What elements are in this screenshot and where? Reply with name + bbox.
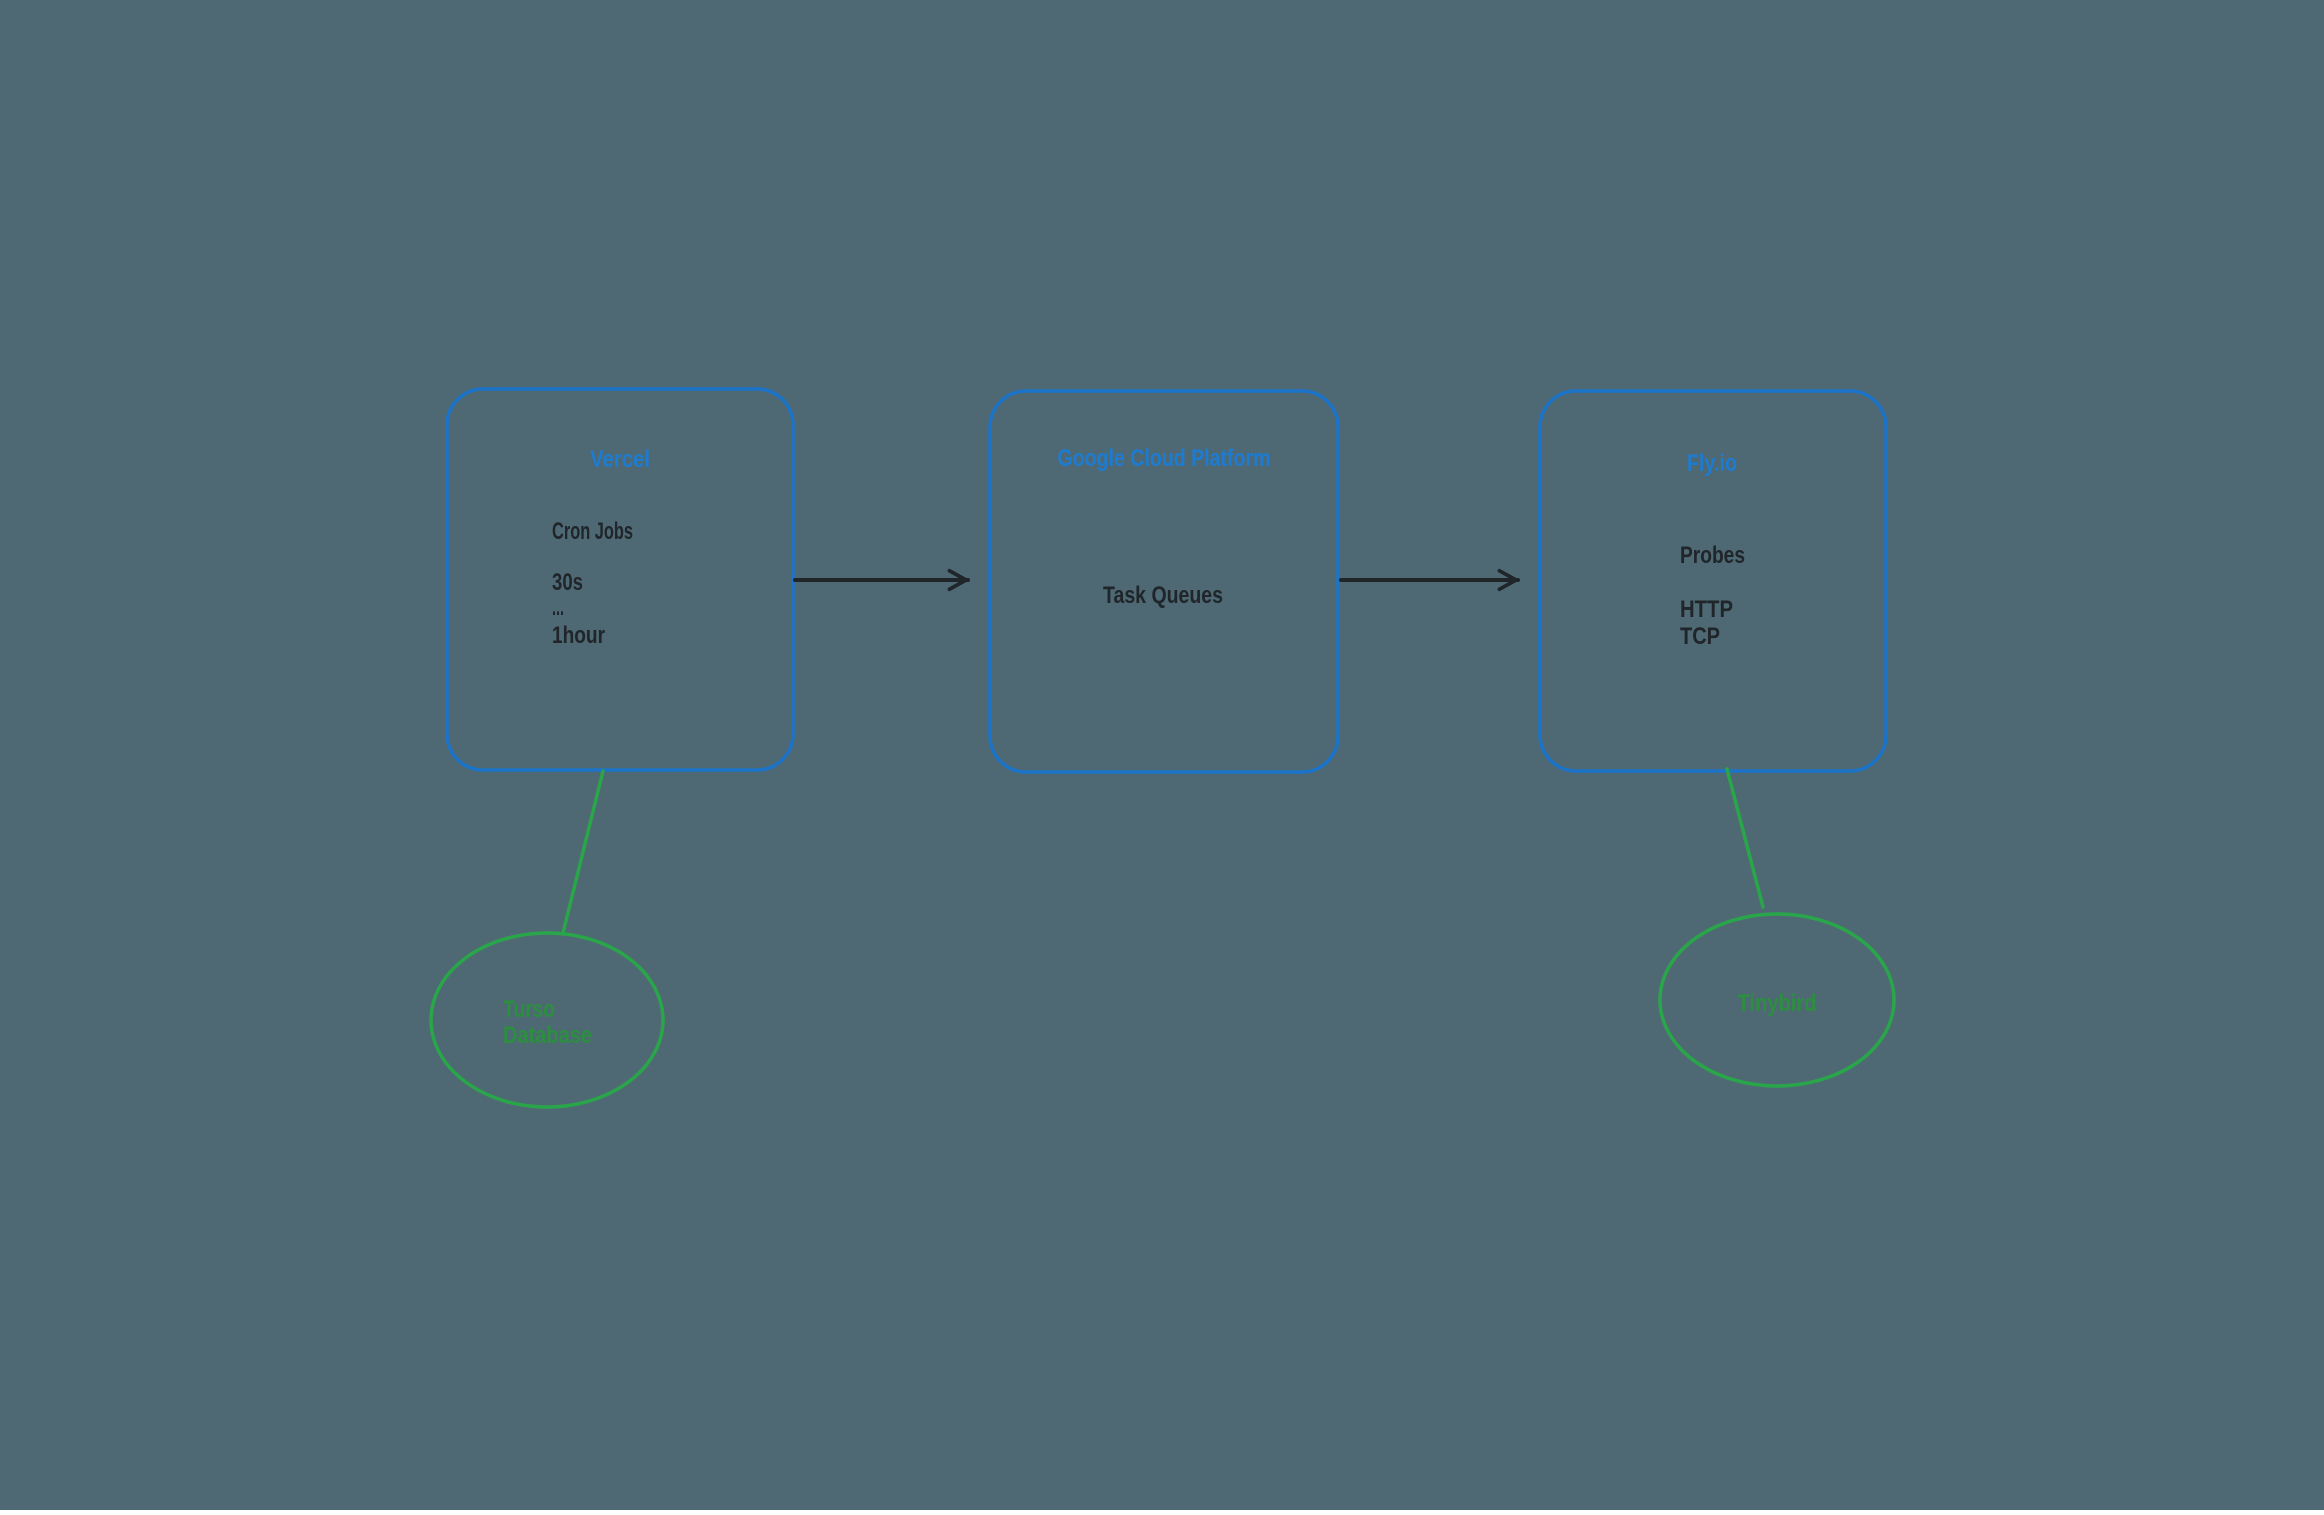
vercel-box-line-1hour: 1hour: [552, 622, 605, 649]
gcp-box-title: Google Cloud Platform: [1058, 445, 1271, 472]
tinybird-ellipse: [1658, 912, 1896, 1088]
vercel-box-line-ellipsis: ...: [552, 594, 564, 621]
flyio-box-title: Fly.io: [1687, 450, 1737, 477]
vercel-box-title: Vercel: [590, 446, 650, 473]
gcp-box: [988, 389, 1340, 774]
vercel-box: [445, 387, 795, 772]
flyio-box-line-probes: Probes: [1680, 542, 1745, 569]
edge-vercel-to-turso: [561, 769, 605, 935]
edge-flyio-to-tinybird: [1725, 767, 1765, 909]
gcp-box-line-task-queues: Task Queues: [1103, 582, 1223, 609]
flyio-box: [1538, 389, 1888, 773]
tinybird-label: Tinybird: [1738, 990, 1817, 1017]
vercel-box-line-30s: 30s: [552, 569, 583, 596]
flyio-box-line-tcp: TCP: [1680, 623, 1720, 650]
turso-label-line1: Turso: [503, 996, 555, 1023]
vercel-box-line-cron-jobs: Cron Jobs: [552, 518, 633, 545]
flyio-box-line-http: HTTP: [1680, 596, 1733, 623]
turso-label-line2: Database: [503, 1022, 592, 1049]
turso-ellipse: [429, 931, 665, 1109]
